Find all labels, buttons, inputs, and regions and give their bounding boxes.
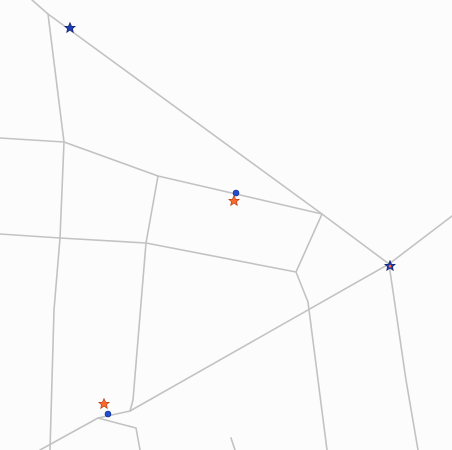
road-left-vertical-upper [47, 13, 65, 143]
road-left-vertical-long [49, 141, 65, 450]
marker-pair-2 [228, 189, 240, 207]
road-south-spur [97, 417, 141, 450]
marker-pair-4 [98, 397, 112, 418]
road-right-connector [295, 213, 323, 303]
marker-star-3[interactable] [384, 259, 396, 272]
road-upper-horizontal-left [0, 137, 65, 143]
road-bottom-stub [230, 437, 236, 450]
road-middle-vertical [129, 175, 159, 412]
road-inner-vertical-right [307, 301, 328, 450]
marker-dot-2[interactable] [232, 189, 240, 197]
road-diagonal-north [31, 0, 390, 265]
road-upper-diagonal [63, 141, 323, 215]
marker-star-1[interactable] [64, 21, 76, 34]
road-diagonal-south [39, 215, 452, 450]
road-east-vertical [388, 263, 419, 450]
road-middle-horizontal [0, 233, 297, 273]
marker-star-2[interactable] [228, 194, 240, 207]
markers [64, 21, 396, 418]
marker-star-4[interactable] [98, 397, 110, 410]
marker-dot-4[interactable] [104, 410, 112, 418]
